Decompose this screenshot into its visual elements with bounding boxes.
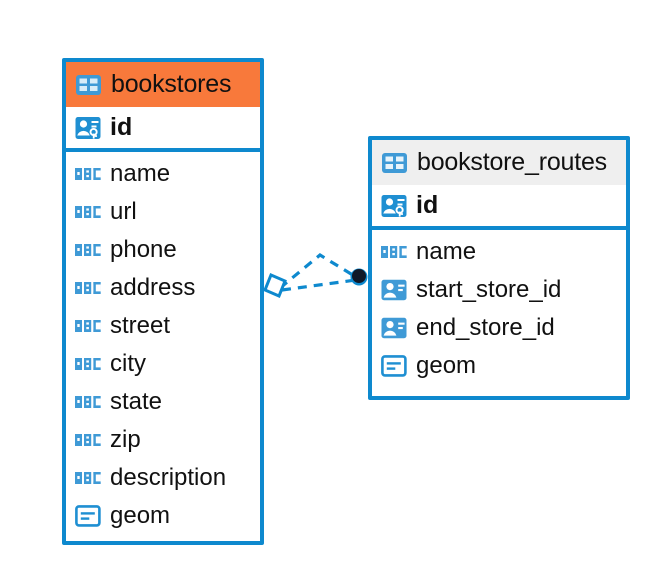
diamond-marker: [263, 273, 287, 298]
field-list-bookstore-routes: name start_store_id: [372, 230, 626, 389]
abc-text-icon: [381, 246, 407, 258]
field-label: id: [110, 113, 133, 141]
field-row-geom[interactable]: geom: [66, 497, 260, 535]
field-row-geom[interactable]: geom: [372, 347, 626, 385]
foreign-key-icon: [381, 317, 407, 339]
entity-bookstores[interactable]: bookstores id: [62, 58, 264, 545]
abc-text-icon: [75, 206, 101, 218]
geometry-icon: [75, 505, 101, 527]
field-row-id[interactable]: id: [372, 185, 626, 230]
entity-bookstore-routes[interactable]: bookstore_routes id: [368, 136, 630, 400]
abc-text-icon: [75, 320, 101, 332]
primary-key-icon: [75, 116, 101, 139]
field-row-city[interactable]: city: [66, 345, 260, 383]
field-row-start-store-id[interactable]: start_store_id: [372, 271, 626, 309]
field-label: url: [110, 198, 137, 225]
field-row-zip[interactable]: zip: [66, 421, 260, 459]
entity-header-bookstores[interactable]: bookstores: [66, 62, 260, 107]
field-label: state: [110, 388, 163, 415]
entity-title: bookstores: [111, 70, 232, 98]
abc-text-icon: [75, 472, 101, 484]
entity-title: bookstore_routes: [417, 148, 607, 176]
abc-text-icon: [75, 244, 101, 256]
field-label: id: [416, 191, 439, 219]
field-label: name: [110, 160, 171, 187]
field-label: description: [110, 464, 227, 491]
relationship-line-upper: [278, 253, 357, 290]
primary-key-icon: [381, 194, 407, 217]
field-row-name[interactable]: name: [66, 155, 260, 193]
field-label: geom: [416, 352, 477, 379]
relationship-line-lower: [281, 278, 357, 292]
field-label: zip: [110, 426, 141, 453]
abc-text-icon: [75, 396, 101, 408]
field-label: address: [110, 274, 196, 301]
field-row-state[interactable]: state: [66, 383, 260, 421]
field-row-street[interactable]: street: [66, 307, 260, 345]
field-row-id[interactable]: id: [66, 107, 260, 152]
field-row-name[interactable]: name: [372, 233, 626, 271]
field-row-description[interactable]: description: [66, 459, 260, 497]
field-label: geom: [110, 502, 171, 529]
entity-header-bookstore-routes[interactable]: bookstore_routes: [372, 140, 626, 185]
geometry-icon: [381, 355, 407, 377]
field-label: city: [110, 350, 146, 377]
field-row-address[interactable]: address: [66, 269, 260, 307]
abc-text-icon: [75, 434, 101, 446]
field-label: street: [110, 312, 171, 339]
table-icon: [76, 74, 101, 95]
field-row-end-store-id[interactable]: end_store_id: [372, 309, 626, 347]
field-list-bookstores: name url: [66, 152, 260, 539]
table-icon: [382, 152, 407, 173]
field-label: start_store_id: [416, 276, 562, 303]
field-label: phone: [110, 236, 177, 263]
field-label: end_store_id: [416, 314, 555, 341]
foreign-key-icon: [381, 279, 407, 301]
abc-text-icon: [75, 282, 101, 294]
filled-circle-marker: [350, 268, 368, 286]
abc-text-icon: [75, 168, 101, 180]
field-label: name: [416, 238, 477, 265]
field-row-url[interactable]: url: [66, 193, 260, 231]
field-row-phone[interactable]: phone: [66, 231, 260, 269]
abc-text-icon: [75, 358, 101, 370]
